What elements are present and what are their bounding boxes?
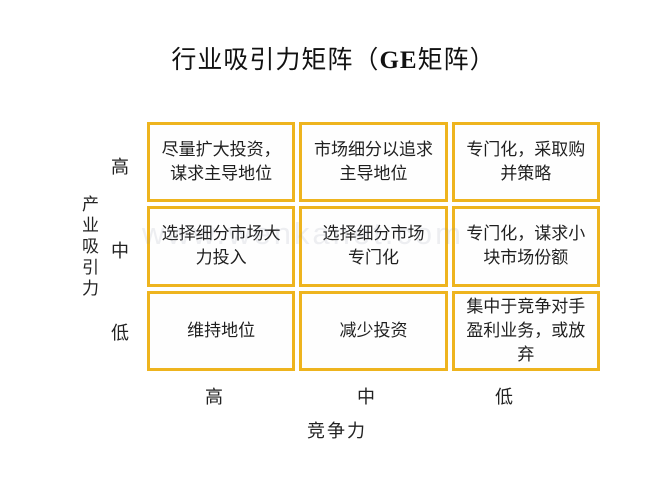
y-axis-tick-low: 低 <box>111 323 129 343</box>
matrix-cell-r1c1: 尽量扩大投资， 谋求主导地位 <box>147 122 296 203</box>
y-axis-tick-mid: 中 <box>111 241 129 261</box>
matrix-cell-r3c2: 减少投资 <box>299 290 448 371</box>
page-title: 行业吸引力矩阵（GE矩阵） <box>0 40 667 76</box>
matrix-cell-r1c3: 专门化，采取购 并策略 <box>451 122 600 203</box>
matrix-cell-r1c2: 市场细分以追求 主导地位 <box>299 122 448 203</box>
x-axis-tick-mid: 中 <box>357 387 375 407</box>
matrix-cell-r3c1: 维持地位 <box>147 290 296 371</box>
y-axis-tick-high: 高 <box>111 157 129 177</box>
page-title-suffix: 矩阵） <box>417 47 496 74</box>
matrix-cell-r2c1: 选择细分市场大 力投入 <box>147 206 296 287</box>
matrix-cell-r2c2: 选择细分市场 专门化 <box>299 206 448 287</box>
matrix-cell-r3c3: 集中于竞争对手 盈利业务，或放 弃 <box>451 290 600 371</box>
x-axis-tick-low: 低 <box>495 387 513 407</box>
y-axis-title: 产业吸引力 <box>79 195 98 300</box>
page-title-prefix: 行业吸引力矩阵（ <box>171 47 380 74</box>
x-axis-title: 竞争力 <box>307 421 367 441</box>
matrix-cell-r2c3: 专门化，谋求小 块市场份额 <box>451 206 600 287</box>
page-title-emphasis: GE <box>379 47 418 74</box>
x-axis-tick-high: 高 <box>205 387 223 407</box>
ge-matrix-grid: 尽量扩大投资， 谋求主导地位 市场细分以追求 主导地位 专门化，采取购 并策略 … <box>147 122 600 371</box>
